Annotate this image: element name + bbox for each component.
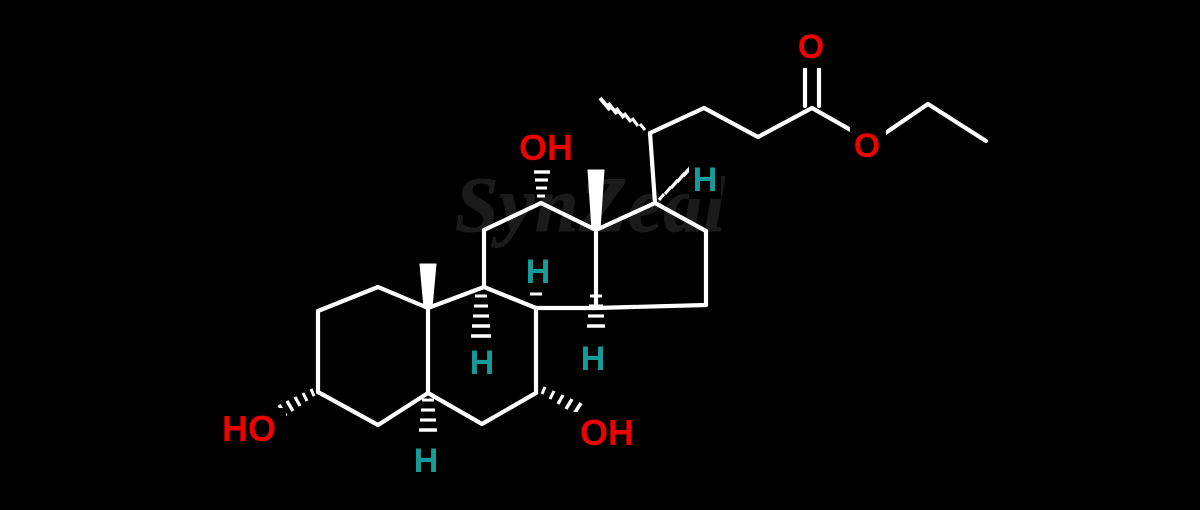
label-oh-c12: OH (519, 127, 573, 168)
label-o-carbonyl: O (798, 28, 824, 66)
label-h-c14: H (581, 340, 606, 378)
label-h-c17: H (693, 161, 718, 199)
label-h-c5: H (414, 442, 439, 480)
bond-carbonyl-double (802, 59, 822, 109)
label-h-c9: H (526, 253, 551, 291)
bond-c6-c7 (479, 390, 539, 427)
bond-c11-c12 (481, 200, 544, 233)
hash-c8-h (471, 294, 491, 338)
bond-oester-ch2 (881, 101, 931, 137)
wedge-c12-ring-stub (591, 195, 601, 229)
bond-c5-c6 (425, 390, 485, 427)
bond-c9-c10 (425, 284, 487, 311)
bond-c10-c1 (375, 284, 431, 311)
bold-wedge-group (419, 169, 605, 309)
label-ho-c3: HO (222, 408, 276, 449)
bond-c17-c16 (652, 200, 709, 234)
wedge-c19-methyl (419, 263, 437, 309)
hash-c14-h (587, 294, 605, 328)
bond-c15-c14 (593, 302, 709, 311)
bond-c1-c2 (315, 284, 381, 314)
bond-group-sidechain (647, 101, 989, 206)
bond-c8-c9 (481, 284, 539, 311)
bond-c13-c17 (593, 200, 658, 233)
bond-group-rings (315, 200, 709, 428)
label-oh-c7: OH (580, 412, 634, 453)
atom-label-group: OH HO OH O O H H H H H (214, 28, 886, 480)
bond-c20-c22 (647, 105, 707, 136)
hash-c12-oh (534, 170, 550, 198)
bond-c24-oester (809, 105, 859, 136)
hash-c7-oh (540, 386, 583, 415)
hash-c5-h (419, 398, 437, 432)
hash-c17-h (657, 164, 694, 201)
bond-c12-c13 (538, 200, 599, 233)
bond-c22-c23 (701, 105, 761, 140)
bond-c17-c20 (647, 130, 658, 206)
bond-ch2-ch3 (925, 101, 989, 144)
hash-c20-methyl (598, 96, 647, 131)
label-h-c8: H (470, 344, 495, 382)
bond-c23-c24 (755, 105, 815, 140)
bond-c3-c4 (315, 389, 381, 428)
bond-c4-c5 (375, 390, 431, 428)
label-o-ester: O (854, 127, 880, 165)
